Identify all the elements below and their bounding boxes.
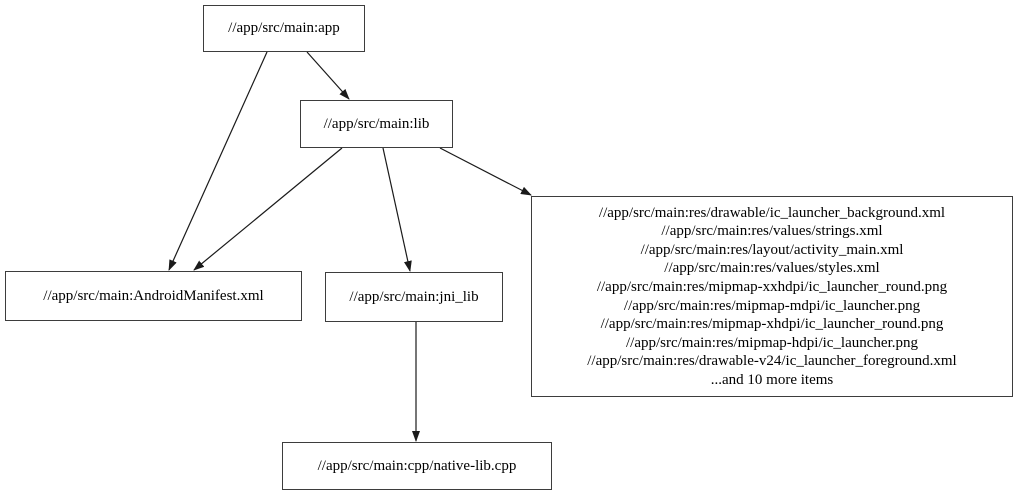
edge-lib-to-jni-lib (382, 147, 412, 272)
node-jni-lib-label: //app/src/main:jni_lib (349, 288, 479, 305)
resource-item: //app/src/main:res/mipmap-xxhdpi/ic_laun… (596, 278, 948, 295)
node-android-manifest-label: //app/src/main:AndroidManifest.xml (43, 287, 264, 304)
resource-item: //app/src/main:res/mipmap-mdpi/ic_launch… (623, 297, 921, 314)
resource-item: //app/src/main:res/mipmap-hdpi/ic_launch… (625, 334, 918, 351)
node-app: //app/src/main:app (203, 5, 365, 52)
node-lib-label: //app/src/main:lib (323, 115, 430, 132)
node-jni-lib: //app/src/main:jni_lib (325, 272, 503, 322)
resource-item: //app/src/main:res/values/strings.xml (661, 223, 883, 240)
resource-item: //app/src/main:res/drawable/ic_launcher_… (598, 204, 946, 221)
resource-item: //app/src/main:res/values/styles.xml (664, 260, 880, 277)
resource-item: //app/src/main:res/mipmap-xhdpi/ic_launc… (600, 316, 944, 333)
edge-app-to-manifest (168, 51, 268, 271)
edge-lib-to-resources (439, 147, 532, 196)
resource-item: //app/src/main:res/layout/activity_main.… (640, 241, 904, 258)
node-app-label: //app/src/main:app (228, 20, 340, 37)
node-native-cpp-label: //app/src/main:cpp/native-lib.cpp (317, 457, 517, 474)
edge-lib-to-manifest (193, 147, 343, 271)
node-android-manifest: //app/src/main:AndroidManifest.xml (5, 271, 302, 321)
node-lib: //app/src/main:lib (300, 100, 453, 148)
edge-app-to-lib (306, 51, 350, 100)
resource-item: //app/src/main:res/drawable-v24/ic_launc… (587, 353, 957, 370)
node-resources-list: //app/src/main:res/drawable/ic_launcher_… (531, 196, 1013, 397)
node-native-cpp: //app/src/main:cpp/native-lib.cpp (282, 442, 552, 490)
resource-more-items: ...and 10 more items (710, 371, 834, 388)
